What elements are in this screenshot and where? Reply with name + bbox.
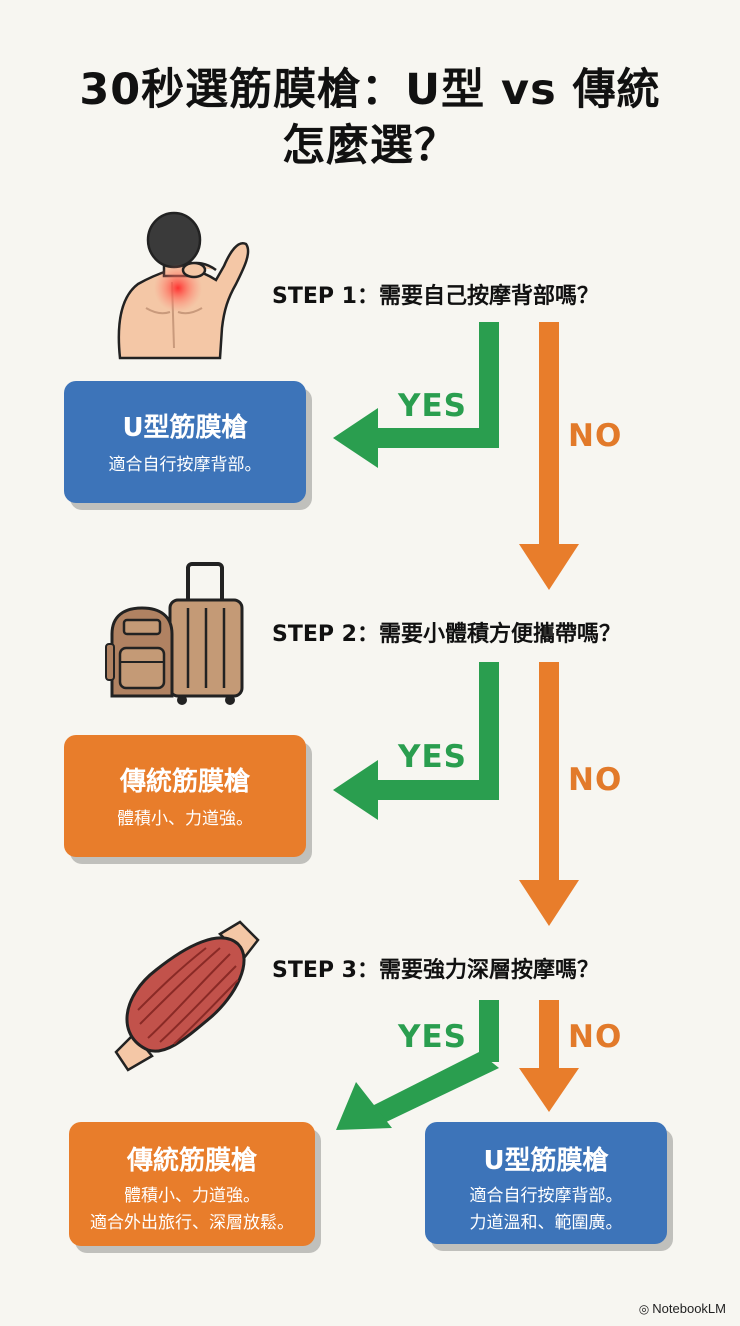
watermark-text: NotebookLM	[652, 1301, 726, 1316]
step1-no-label: NO	[568, 418, 623, 454]
result-card-title: U型筋膜槍	[122, 413, 248, 443]
result-card-title: 傳統筋膜槍	[126, 1146, 257, 1176]
watermark: ◎NotebookLM	[639, 1301, 726, 1316]
title-line-1: 30秒選筋膜槍：U型 vs 傳統	[79, 65, 661, 115]
result-card-line: 適合外出旅行、深層放鬆。	[90, 1213, 294, 1233]
step2-yes-arrow	[333, 662, 499, 820]
step1-yes-label: YES	[398, 388, 467, 424]
result-card-line: 適合自行按摩背部。	[469, 1186, 623, 1206]
result-card-u-type-step1: U型筋膜槍 適合自行按摩背部。	[64, 381, 306, 503]
result-card-line: 力道溫和、範圍廣。	[469, 1213, 623, 1233]
step3-yes-label: YES	[398, 1019, 467, 1055]
result-card-line: 適合自行按摩背部。	[108, 455, 262, 475]
step3-no-arrow	[519, 1000, 579, 1112]
back-pain-person-icon	[117, 211, 250, 360]
result-card-title: 傳統筋膜槍	[119, 767, 250, 797]
muscle-icon	[114, 920, 260, 1072]
notebooklm-logo-icon: ◎	[638, 1302, 650, 1316]
result-card-traditional-step3: 傳統筋膜槍 體積小、力道強。 適合外出旅行、深層放鬆。	[69, 1122, 315, 1246]
step2-no-label: NO	[568, 762, 623, 798]
result-card-line: 體積小、力道強。	[117, 809, 253, 829]
result-card-title: U型筋膜槍	[483, 1146, 609, 1176]
step1-no-arrow	[519, 322, 579, 590]
step2-no-arrow	[519, 662, 579, 926]
page-title: 30秒選筋膜槍：U型 vs 傳統 怎麼選？	[0, 62, 740, 174]
step3-yes-arrow	[336, 1000, 499, 1130]
step1-yes-arrow	[333, 322, 499, 468]
result-card-traditional-step2: 傳統筋膜槍 體積小、力道強。	[64, 735, 306, 857]
step3-no-label: NO	[568, 1019, 623, 1055]
result-card-u-type-step3: U型筋膜槍 適合自行按摩背部。 力道溫和、範圍廣。	[425, 1122, 667, 1244]
result-card-line: 體積小、力道強。	[124, 1186, 260, 1206]
step-3-question: STEP 3：需要強力深層按摩嗎？	[272, 958, 599, 983]
step-2-question: STEP 2：需要小體積方便攜帶嗎？	[272, 622, 621, 647]
step2-yes-label: YES	[398, 739, 467, 775]
luggage-backpack-icon	[105, 562, 244, 705]
title-line-2: 怎麼選？	[282, 121, 458, 171]
step-1-question: STEP 1：需要自己按摩背部嗎？	[272, 284, 599, 309]
